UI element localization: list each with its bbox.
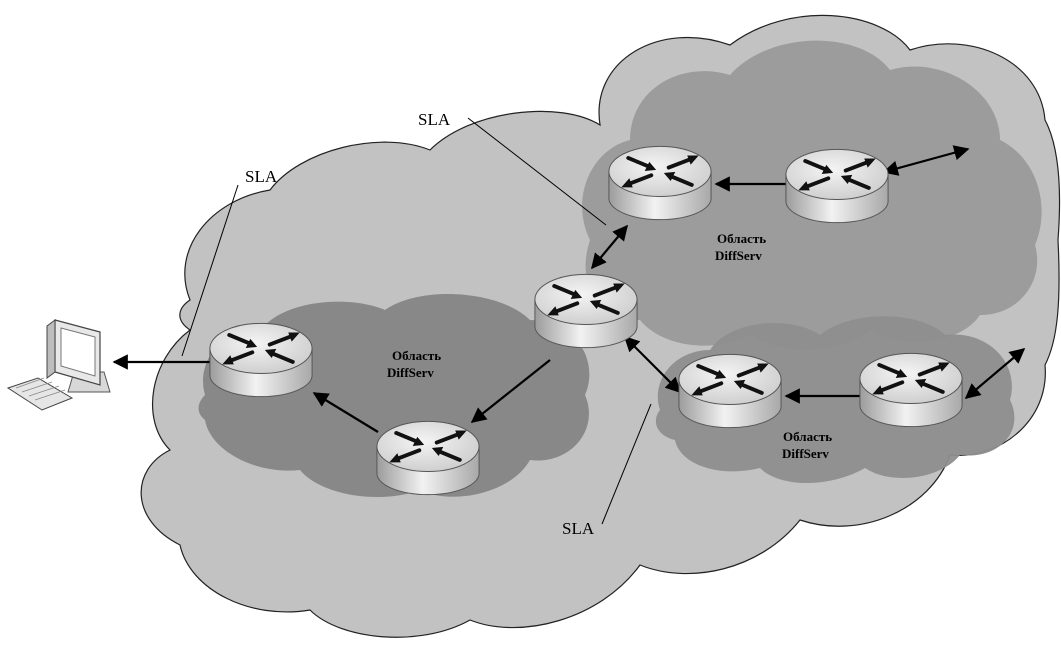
link-topright-external bbox=[882, 145, 970, 176]
computer-icon bbox=[46, 319, 111, 393]
area-label-right-line2: DiffServ bbox=[782, 446, 829, 461]
link-router-bottom-to-left bbox=[312, 392, 379, 433]
area-label-top-line2: DiffServ bbox=[715, 248, 762, 263]
link-farright-external bbox=[964, 348, 1026, 399]
router-icon bbox=[210, 323, 312, 396]
router-icon bbox=[377, 421, 479, 494]
router-icon bbox=[679, 354, 781, 427]
router-icon bbox=[786, 149, 888, 222]
router-icon bbox=[535, 274, 637, 347]
area-label-top-line1: Область bbox=[717, 231, 766, 246]
sla-bottom-leader bbox=[601, 403, 652, 525]
sla-label-bottom: SLA bbox=[562, 519, 595, 538]
router-icon bbox=[860, 353, 962, 426]
link-center-right bbox=[623, 335, 682, 394]
sla-label-left: SLA bbox=[245, 167, 278, 186]
area-label-left-line2: DiffServ bbox=[387, 365, 434, 380]
sla-left-leader bbox=[181, 184, 239, 357]
area-label-right-line1: Область bbox=[783, 429, 832, 444]
keyboard-icon bbox=[6, 377, 74, 411]
area-label-left-line1: Область bbox=[392, 348, 441, 363]
sla-label-top: SLA bbox=[418, 110, 451, 129]
router-icon bbox=[609, 146, 711, 219]
links bbox=[112, 145, 1026, 433]
link-center-to-bottom bbox=[470, 359, 551, 423]
link-center-top bbox=[591, 224, 628, 270]
sla-top-leader bbox=[467, 117, 607, 226]
